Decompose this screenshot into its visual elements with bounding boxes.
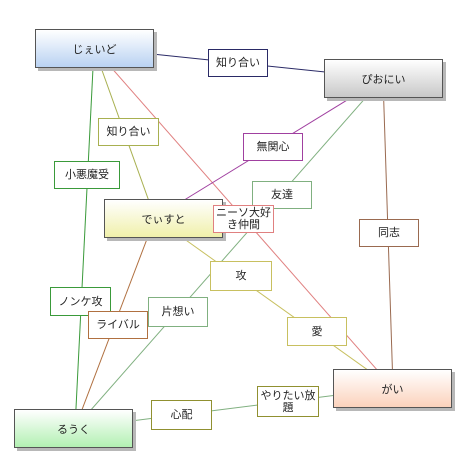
node-gai[interactable]: がい	[333, 369, 452, 408]
relation-text: 片想い	[161, 305, 195, 318]
relation-text: 無関心	[256, 140, 290, 153]
node-jeido-label: じぇいど	[72, 42, 117, 56]
node-piorii-label: ぴおにい	[361, 72, 406, 86]
relation-text: ライバル	[96, 318, 140, 331]
relation-label-jeido-ruuku[interactable]: 小悪魔受	[54, 161, 120, 189]
relation-text: 友達	[271, 188, 293, 201]
relation-text: ノンケ攻	[58, 294, 103, 308]
relation-label-gai-deisuto[interactable]: 愛	[287, 317, 347, 346]
node-gai-label: がい	[381, 382, 404, 396]
node-ruuku-label: るうく	[57, 422, 90, 436]
node-piorii[interactable]: ぴおにい	[324, 59, 443, 98]
relation-text: ニーソ大好き仲間	[216, 206, 271, 231]
relation-label-jeido-piorii[interactable]: 知り合い	[208, 49, 268, 77]
relation-label-piorii-gai[interactable]: 同志	[359, 219, 419, 247]
relation-text: やりたい放題	[260, 388, 316, 414]
node-ruuku[interactable]: るうく	[14, 409, 133, 448]
relation-label-jeido-gai[interactable]: ニーソ大好き仲間	[213, 205, 274, 233]
relation-label-piorii-deisuto[interactable]: 無関心	[243, 133, 303, 161]
node-deisuto-label: でぃすと	[141, 212, 186, 226]
relation-label-piorii-ruuku[interactable]: 友達	[252, 181, 312, 209]
relation-label-deisuto-gai[interactable]: 攻	[210, 261, 272, 291]
relation-label-deisuto-ruuku[interactable]: ライバル	[88, 311, 148, 339]
edge-piorii-ruuku	[74, 77, 384, 429]
relation-text: 同志	[378, 226, 400, 239]
relation-label-gai-to-ruuku[interactable]: やりたい放題	[257, 386, 319, 417]
node-deisuto[interactable]: でぃすと	[104, 199, 223, 238]
relation-text: 愛	[311, 324, 323, 338]
relation-label-ruuku-to-gai[interactable]: 心配	[151, 400, 212, 430]
relation-label-ruuku-gai[interactable]: 片想い	[148, 297, 208, 327]
edge-deisuto-gai	[154, 217, 394, 389]
relation-text: 攻	[235, 269, 247, 282]
relation-label-jeido-deisuto[interactable]: 知り合い	[98, 118, 159, 146]
relation-text: 知り合い	[106, 125, 151, 138]
relation-text: 心配	[170, 408, 193, 421]
node-jeido[interactable]: じぇいど	[35, 29, 154, 68]
relation-text: 知り合い	[216, 56, 260, 69]
edge-jeido-ruuku	[74, 47, 95, 429]
relation-text: 小悪魔受	[65, 168, 109, 181]
